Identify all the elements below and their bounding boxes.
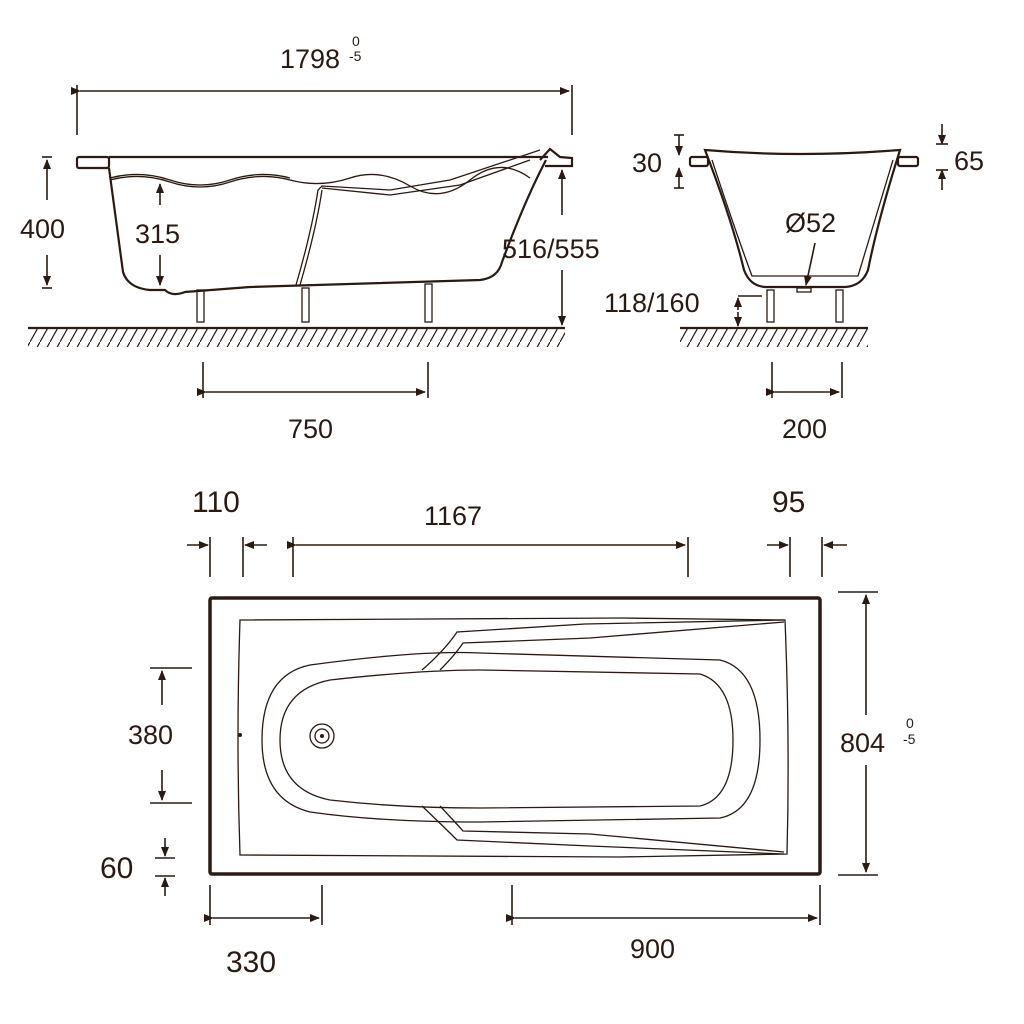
end-leg-spacing-label: 200 (782, 414, 827, 444)
left-offset-label: 110 (192, 486, 240, 519)
legs (196, 283, 433, 323)
length-tol-upper: 0 (352, 33, 360, 49)
inner-length-label: 1167 (424, 501, 482, 531)
water-depth-label: 315 (135, 219, 180, 249)
right-offset-label: 95 (772, 486, 805, 519)
rim-right-label: 65 (954, 146, 984, 176)
bottom-offset-label: 60 (100, 852, 133, 885)
drain-icon (309, 723, 335, 749)
overall-length-label: 1798 (280, 44, 340, 74)
drain-offset-label: 330 (226, 946, 276, 979)
overall-width-label: 804 (840, 728, 885, 758)
inner-width-label: 380 (128, 720, 173, 750)
height-label: 516/555 (502, 234, 600, 264)
depth-label: 400 (20, 214, 65, 244)
width-tol-upper: 0 (906, 715, 914, 731)
clearance-label: 118/160 (604, 288, 700, 318)
plan-view: 110 1167 95 380 60 804 0 -5 330 900 (100, 486, 916, 979)
drain-diameter-label: Ø52 (785, 208, 836, 238)
end-view: 30 65 Ø52 118/160 200 (604, 124, 984, 444)
width-tol-lower: -5 (903, 731, 916, 747)
rim-left-label: 30 (632, 148, 662, 178)
side-view: 1798 0 -5 400 315 516/555 750 (20, 33, 600, 444)
backrest-length-label: 900 (630, 934, 675, 964)
length-tol-lower: -5 (349, 48, 362, 64)
leg-spacing-label: 750 (288, 414, 333, 444)
